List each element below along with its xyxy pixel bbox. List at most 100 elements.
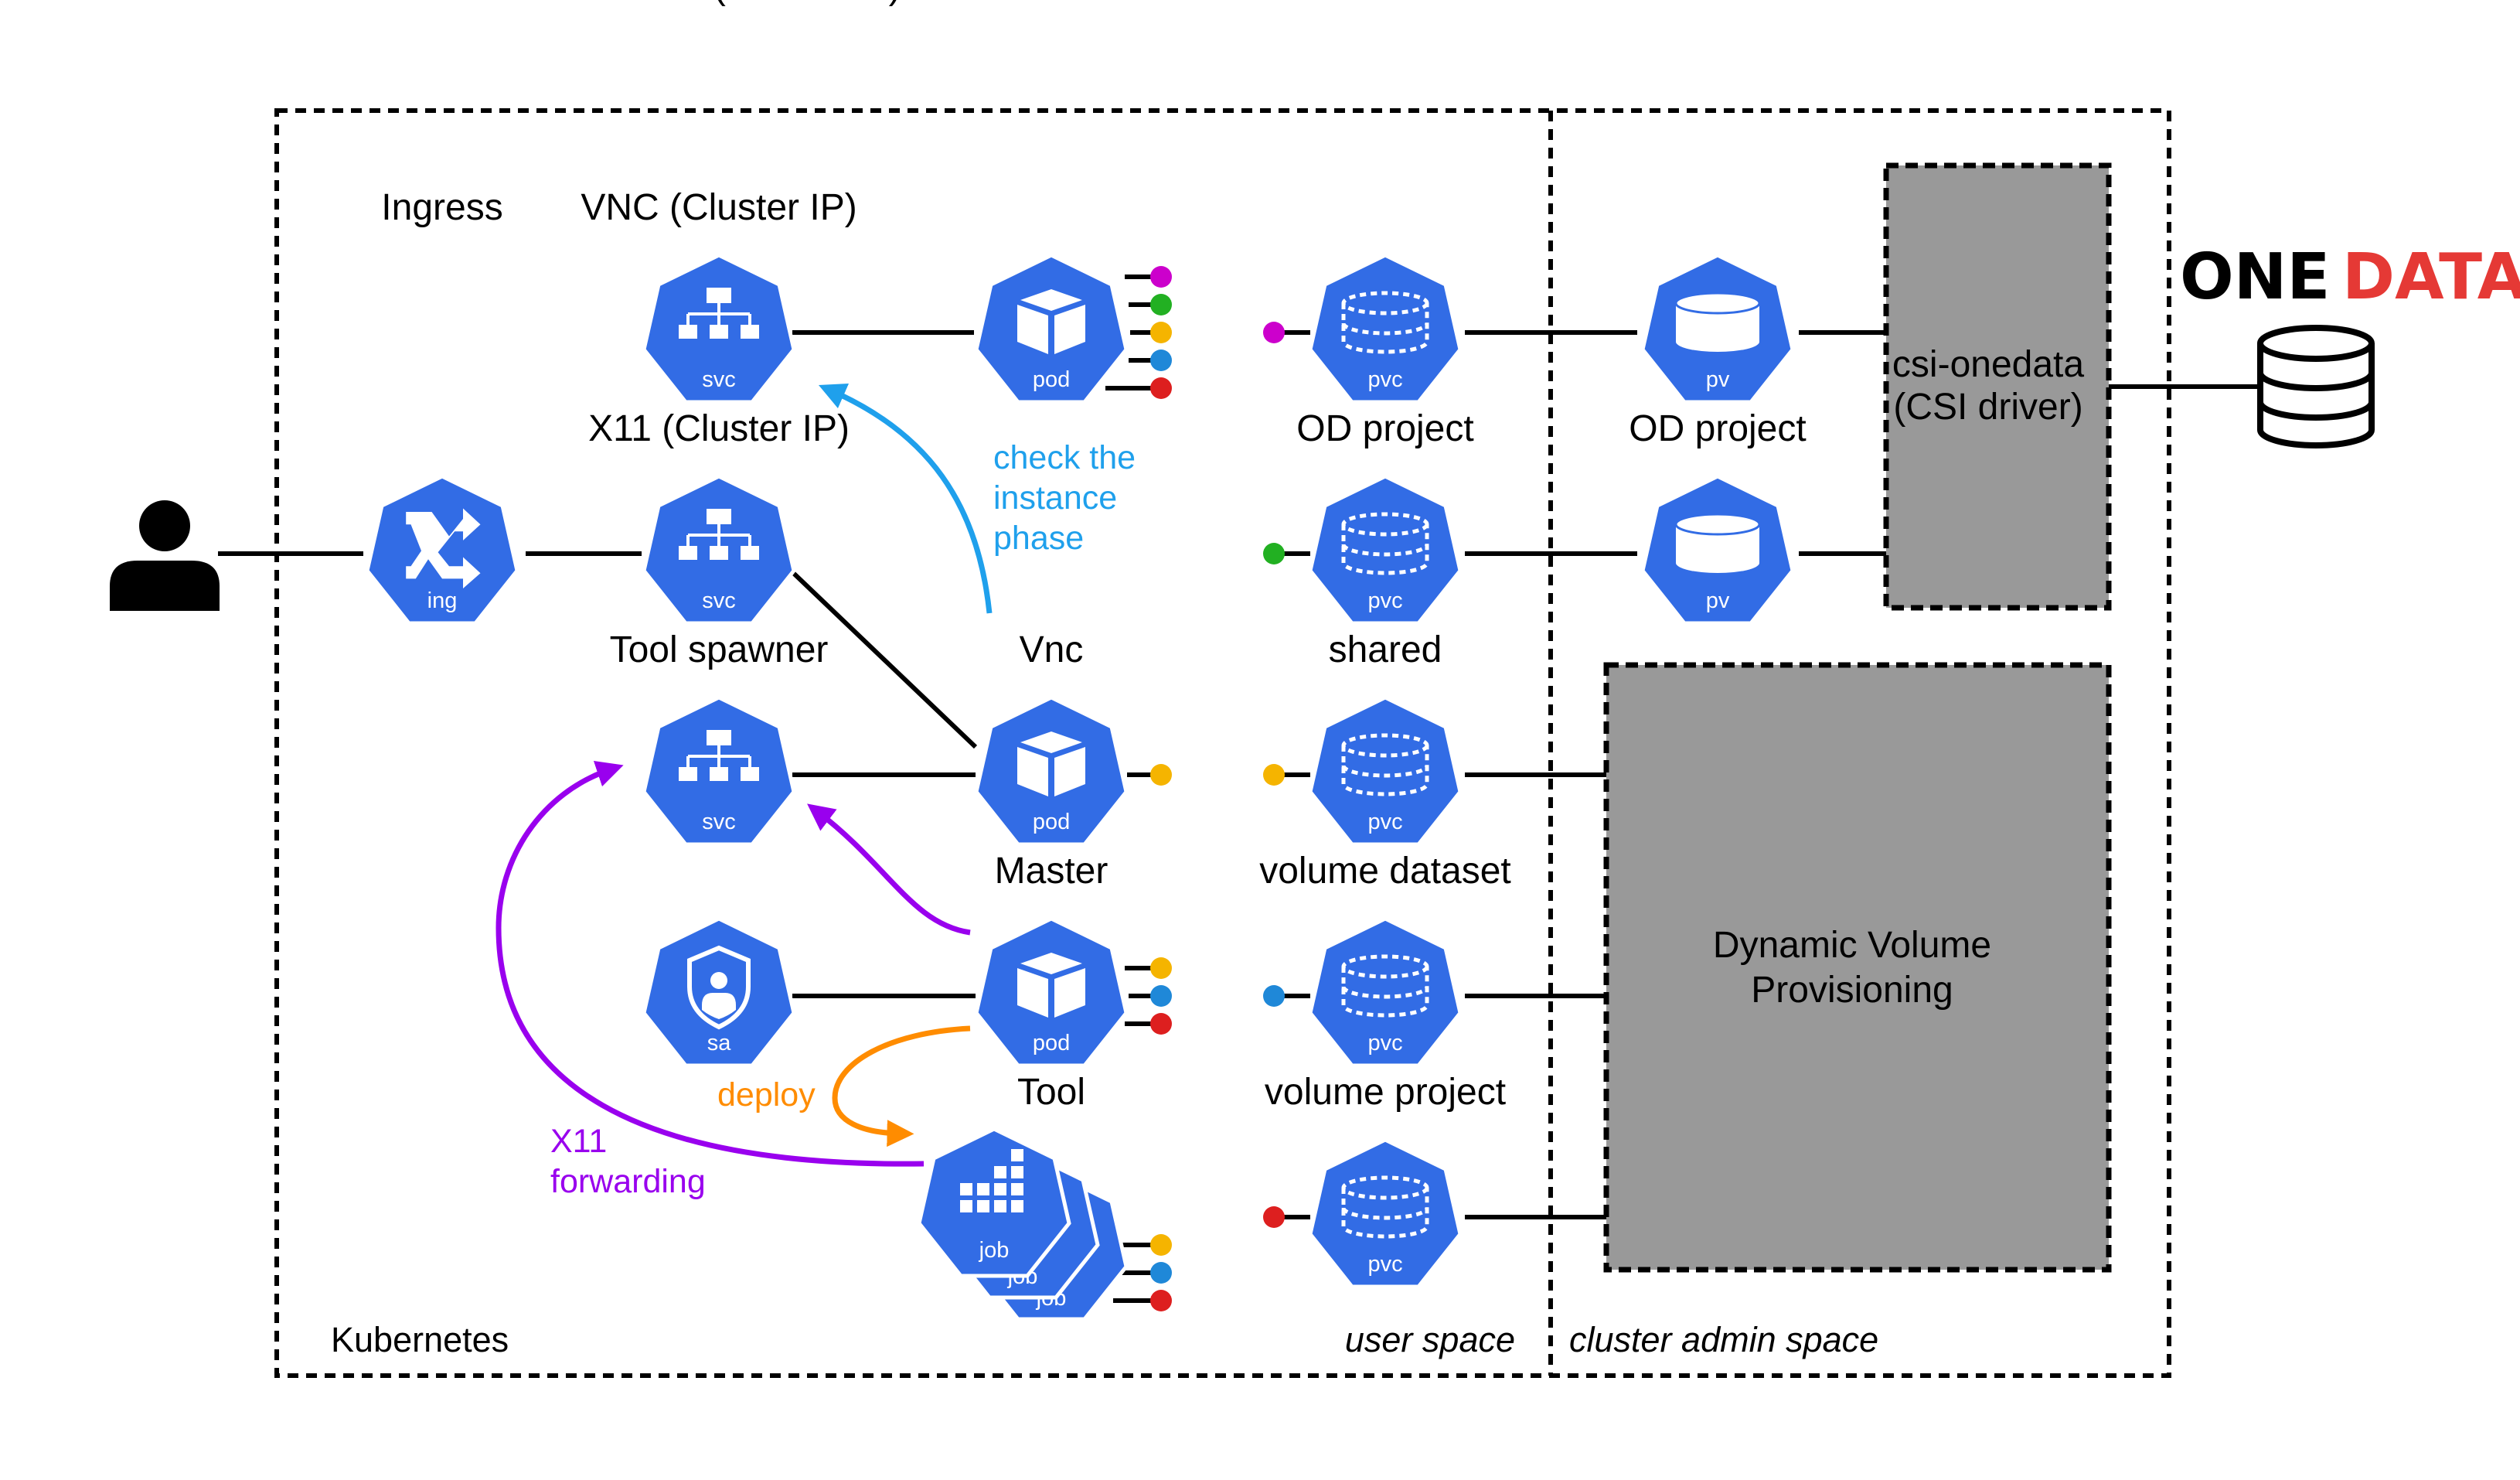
- service-icon: [679, 288, 759, 339]
- dot-yellow: [1150, 957, 1172, 979]
- x11-forwarding-arrow: [495, 760, 925, 1167]
- pvc-od-project-sub: pvc: [1367, 588, 1402, 613]
- service-account-icon: [687, 945, 751, 1030]
- pvc-volume-dataset-node: pvc: [1308, 916, 1463, 1068]
- dot-blue: [1150, 985, 1172, 1007]
- pv-icon: [1674, 513, 1761, 573]
- node-labels: Ingress VNC (Cluster IP) X11 (Cluster IP…: [381, 0, 1811, 1113]
- kubernetes-boundary: [274, 108, 2171, 1378]
- service-icon: [679, 509, 759, 560]
- dot-red: [1150, 1290, 1172, 1311]
- deploy-arrow: [832, 1025, 971, 1148]
- tool-title: Tool: [1017, 1072, 1085, 1113]
- dot-red: [1263, 1206, 1285, 1228]
- check-phase-arrow: [818, 384, 993, 614]
- tool-job-front: job: [917, 1127, 1071, 1278]
- rest-api-sub: svc: [702, 367, 736, 392]
- pvc-icon: [1341, 291, 1429, 354]
- pvc-volume-dataset-title: volume dataset: [1259, 851, 1511, 892]
- dot-green: [1150, 294, 1172, 315]
- pvc-volume-project-sub: pvc: [1367, 1252, 1402, 1277]
- dynamic-provisioning-box: [1603, 662, 2112, 1273]
- pvc-volume-project-node: pvc: [1308, 1137, 1463, 1289]
- x11-svc-node: svc: [642, 695, 796, 847]
- tool-front-sub: job: [979, 1238, 1010, 1263]
- vnc-pod-node: pod: [974, 695, 1129, 847]
- pod-icon: [1017, 289, 1085, 354]
- onedata-logo-left: ONE: [2180, 240, 2330, 314]
- tool-spawner-sub: sa: [707, 1031, 732, 1055]
- dot-yellow: [1263, 764, 1285, 786]
- check-phase-annotation: check the instance phase: [993, 439, 1136, 557]
- x11-forwarding-line-1: X11: [550, 1123, 607, 1160]
- pv-od-project-title: OD project: [1629, 408, 1806, 449]
- check-phase-line-1: check the: [993, 439, 1136, 476]
- controller-node: pod: [974, 253, 1129, 404]
- tool-node: job job job: [917, 1127, 1129, 1321]
- dynamic-provisioning-line-1: Dynamic Volume: [1713, 925, 1991, 966]
- user-space-label: user space: [1345, 1320, 1515, 1359]
- pv-od-dataset-node: pv: [1640, 253, 1795, 404]
- pvc-od-dataset-title: OD dataset: [1292, 0, 1480, 7]
- dynamic-provisioning-line-2: Provisioning: [1751, 970, 1953, 1011]
- dot-magenta: [1263, 322, 1285, 343]
- dot-magenta: [1150, 266, 1172, 288]
- dot-green: [1263, 543, 1285, 564]
- master-sub: pod: [1033, 1031, 1070, 1055]
- check-phase-line-2: instance: [993, 479, 1117, 517]
- ingress-icon: [406, 508, 481, 588]
- dot-yellow: [1150, 764, 1172, 786]
- deploy-annotation: deploy: [717, 1076, 816, 1113]
- vnc-svc-title: VNC (Cluster IP): [581, 187, 856, 228]
- pod-icon: [1017, 731, 1085, 796]
- pv-od-project-node: pv: [1640, 474, 1795, 626]
- pvc-icon: [1341, 512, 1429, 575]
- onedata-logo-right: DATA: [2342, 240, 2520, 314]
- pod-icon: [1017, 953, 1085, 1018]
- person-icon: [110, 500, 220, 611]
- connection-dots: [1150, 266, 1285, 1311]
- pvc-icon: [1341, 954, 1429, 1018]
- dot-red: [1150, 1013, 1172, 1035]
- tool-spawner-title: Tool spawner: [610, 629, 829, 670]
- master-title: Master: [995, 851, 1108, 892]
- pvc-od-dataset-node: pvc: [1308, 253, 1463, 404]
- service-icon: [679, 730, 759, 781]
- pv-icon: [1674, 292, 1761, 352]
- x11-svc-sub: svc: [702, 810, 736, 834]
- dot-yellow: [1150, 322, 1172, 343]
- csi-driver-label: csi-onedata (CSI driver): [1892, 344, 2084, 428]
- cluster-admin-space-label: cluster admin space: [1569, 1320, 1878, 1359]
- job-icon: [960, 1149, 1023, 1212]
- pvc-od-project-node: pvc: [1308, 474, 1463, 626]
- tool-spawner-node: sa: [642, 916, 796, 1068]
- pvc-volume-project-title: volume project: [1265, 1072, 1506, 1113]
- dot-blue: [1150, 350, 1172, 371]
- pvc-shared-title: shared: [1329, 629, 1442, 670]
- dot-yellow: [1150, 1234, 1172, 1256]
- pv-od-dataset-sub: pv: [1706, 367, 1730, 392]
- dot-blue: [1263, 985, 1285, 1007]
- pv-od-project-sub: pv: [1706, 588, 1730, 613]
- database-icon: [2257, 325, 2375, 448]
- vnc-pod-sub: pod: [1033, 810, 1070, 834]
- dot-blue: [1150, 1262, 1172, 1284]
- pvc-icon: [1341, 1175, 1429, 1239]
- onedata-logo: ONE DATA: [2180, 240, 2520, 314]
- master-to-x11-arrow: [807, 803, 971, 936]
- x11-svc-title: X11 (Cluster IP): [588, 408, 850, 449]
- x11-forwarding-annotation: X11 forwarding: [550, 1123, 706, 1200]
- dynamic-provisioning-label: Dynamic Volume Provisioning: [1713, 925, 1991, 1011]
- vnc-svc-node: svc: [642, 474, 796, 626]
- csi-driver-box: [1883, 162, 2112, 611]
- rest-api-title: REST API (Cluster IP): [536, 0, 901, 7]
- check-phase-line-3: phase: [993, 520, 1084, 557]
- ingress-sub: ing: [427, 588, 458, 613]
- ingress-node: ing: [365, 474, 519, 626]
- csi-driver-line-2: (CSI driver): [1893, 387, 2082, 428]
- vnc-svc-sub: svc: [702, 588, 736, 613]
- vnc-pod-title: Vnc: [1020, 629, 1084, 670]
- csi-driver-line-1: csi-onedata: [1892, 344, 2084, 385]
- pvc-shared-sub: pvc: [1367, 810, 1402, 834]
